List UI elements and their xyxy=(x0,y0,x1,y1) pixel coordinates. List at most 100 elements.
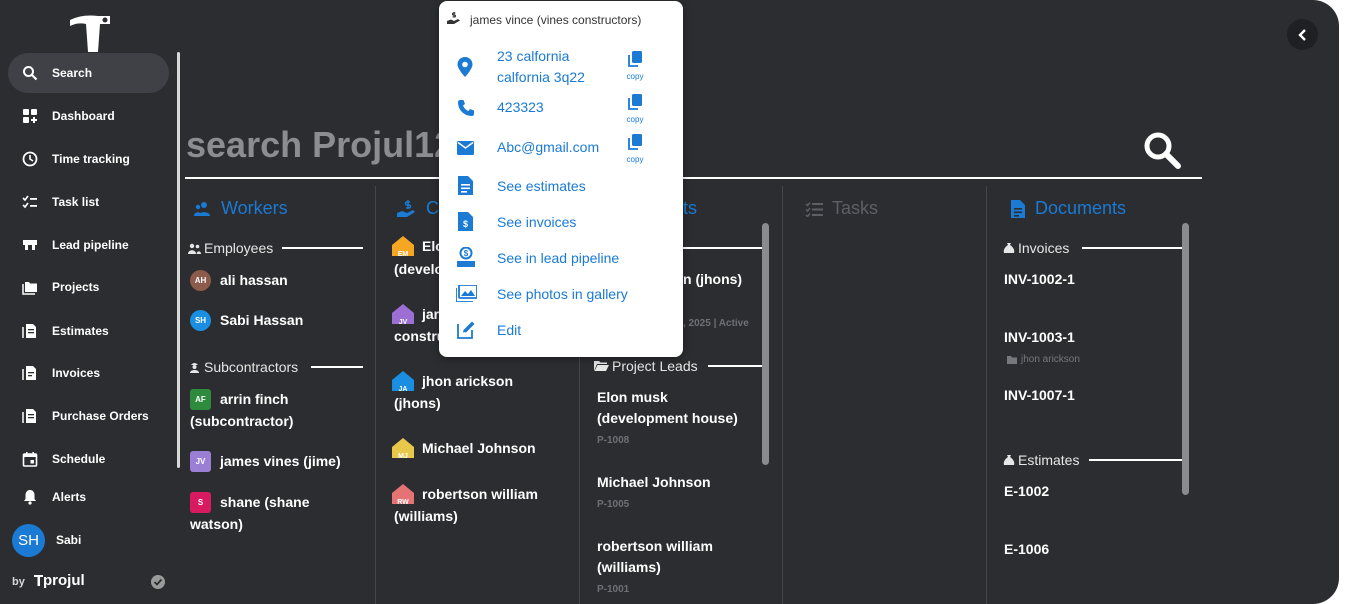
invoices-label: Invoices xyxy=(1018,240,1070,256)
lead-name[interactable]: robertson william xyxy=(597,538,713,554)
house-icon: MJ xyxy=(391,437,415,460)
subcontractor-name: shane (shane xyxy=(220,494,310,510)
customer-item[interactable]: JA jhon arickson xyxy=(391,370,513,393)
sidebar-item-purchase-orders[interactable]: Purchase Orders xyxy=(8,396,169,436)
documents-scrollbar[interactable] xyxy=(1182,223,1189,495)
folder-icon xyxy=(1007,355,1017,364)
collapse-sidebar-button[interactable] xyxy=(1287,19,1318,50)
sidebar-item-label: Alerts xyxy=(52,490,87,504)
sidebar-item-projects[interactable]: Projects xyxy=(8,267,169,307)
purchase-order-icon xyxy=(22,409,36,423)
group-divider xyxy=(311,366,363,368)
phone-icon xyxy=(458,100,474,116)
money-bag-icon xyxy=(1003,243,1015,253)
sidebar-item-alerts[interactable]: Alerts xyxy=(8,477,169,517)
lead-code: P-1008 xyxy=(597,435,630,446)
estimate-code[interactable]: E-1002 xyxy=(1004,483,1050,499)
sidebar-item-label: Invoices xyxy=(52,366,101,380)
sidebar-item-task-list[interactable]: Task list xyxy=(8,182,169,222)
invoice-meta: jhon arickson xyxy=(1007,354,1080,365)
subcontractor-item[interactable]: JV james vines (jime) xyxy=(190,450,341,473)
sidebar-item-schedule[interactable]: Schedule xyxy=(8,439,169,479)
pipeline-icon xyxy=(23,240,37,250)
people-icon xyxy=(188,243,201,254)
sidebar-scrollbar[interactable] xyxy=(177,52,180,468)
projects-scrollbar[interactable] xyxy=(762,223,769,465)
estimate-doc-icon xyxy=(458,176,473,195)
tasks-column-title: Tasks xyxy=(805,198,878,219)
see-in-lead-pipeline-link[interactable]: See in lead pipeline xyxy=(497,250,620,266)
see-photos-in-gallery-link[interactable]: See photos in gallery xyxy=(497,286,628,302)
copy-address-button[interactable]: copy xyxy=(624,51,646,81)
avatar: SH xyxy=(190,310,211,331)
invoice-meta-text: jhon arickson xyxy=(1021,354,1080,365)
employee-item[interactable]: AH ali hassan xyxy=(190,269,288,292)
lead-name-line2: (williams) xyxy=(597,559,661,575)
search-input[interactable]: search Projul12 xyxy=(186,124,455,165)
by-label: by xyxy=(12,576,25,588)
customer-item[interactable]: EM Elo xyxy=(391,235,444,258)
estimate-icon xyxy=(22,324,36,338)
copy-email-button[interactable]: copy xyxy=(624,134,646,164)
subcontractor-item[interactable]: S shane (shane xyxy=(190,491,309,514)
sidebar-item-search[interactable]: Search xyxy=(8,53,169,93)
sidebar-item-label: Schedule xyxy=(52,452,106,466)
sidebar-item-label: Search xyxy=(52,66,93,80)
user-avatar[interactable]: SH xyxy=(12,524,45,557)
group-divider xyxy=(1082,247,1182,249)
estimates-group-label: Estimates xyxy=(1003,452,1079,468)
group-divider xyxy=(708,365,763,367)
lead-name-line2: (development house) xyxy=(597,410,738,426)
edit-icon xyxy=(457,321,475,339)
search-submit-icon[interactable] xyxy=(1142,130,1182,170)
projects-column-title: ts xyxy=(683,198,697,219)
projul-mark-icon xyxy=(34,575,43,586)
sidebar: Search Dashboard Time tracking Task list… xyxy=(0,0,180,604)
subcontractor-item[interactable]: AF arrin finch xyxy=(190,388,288,411)
location-pin-icon xyxy=(457,57,473,77)
search-icon xyxy=(23,66,38,81)
worker-icon xyxy=(190,363,199,373)
lead-name[interactable]: Michael Johnson xyxy=(597,474,711,490)
popup-phone[interactable]: 423323 xyxy=(497,99,544,115)
sidebar-item-estimates[interactable]: Estimates xyxy=(8,311,169,351)
estimate-code[interactable]: E-1006 xyxy=(1004,541,1050,557)
sidebar-item-label: Projects xyxy=(52,280,100,294)
see-estimates-link[interactable]: See estimates xyxy=(497,178,586,194)
sidebar-item-invoices[interactable]: Invoices xyxy=(8,353,169,393)
popup-email[interactable]: Abc@gmail.com xyxy=(497,139,600,155)
sidebar-item-time-tracking[interactable]: Time tracking xyxy=(8,139,169,179)
brand-name: projul xyxy=(43,572,85,589)
user-name[interactable]: Sabi xyxy=(56,533,82,547)
see-invoices-link[interactable]: See invoices xyxy=(497,214,577,230)
popup-title: james vince (vines constructors) xyxy=(470,13,642,27)
avatar: JV xyxy=(398,319,408,326)
customer-name: robertson william xyxy=(422,486,538,502)
edit-link[interactable]: Edit xyxy=(497,322,522,338)
sidebar-item-dashboard[interactable]: Dashboard xyxy=(8,96,169,136)
column-divider xyxy=(579,186,580,604)
employee-item[interactable]: SH Sabi Hassan xyxy=(190,309,303,332)
customers-icon xyxy=(397,199,415,217)
lead-name[interactable]: Elon musk xyxy=(597,389,668,405)
invoice-code[interactable]: INV-1003-1 xyxy=(1004,329,1075,345)
invoice-code[interactable]: INV-1007-1 xyxy=(1004,387,1075,403)
copy-phone-button[interactable]: copy xyxy=(624,94,646,124)
column-divider xyxy=(375,186,376,604)
estimates-label: Estimates xyxy=(1018,452,1080,468)
folders-icon xyxy=(22,282,37,295)
house-icon: JV xyxy=(391,303,415,326)
avatar: JV xyxy=(190,451,211,472)
customer-item[interactable]: JV jar xyxy=(391,303,439,326)
project-name[interactable]: n (jhons) xyxy=(683,271,743,287)
checklist-icon xyxy=(22,195,37,209)
house-icon: EM xyxy=(391,235,415,258)
invoice-icon xyxy=(22,366,36,380)
invoice-code[interactable]: INV-1002-1 xyxy=(1004,271,1075,287)
sidebar-item-lead-pipeline[interactable]: Lead pipeline xyxy=(8,225,169,265)
customer-item[interactable]: RW robertson william xyxy=(391,483,538,506)
calendar-icon xyxy=(22,452,38,467)
popup-address[interactable]: 23 calfornia calfornia 3q22 xyxy=(497,48,585,85)
customer-item[interactable]: MJ Michael Johnson xyxy=(391,437,536,460)
copy-icon xyxy=(628,94,642,110)
